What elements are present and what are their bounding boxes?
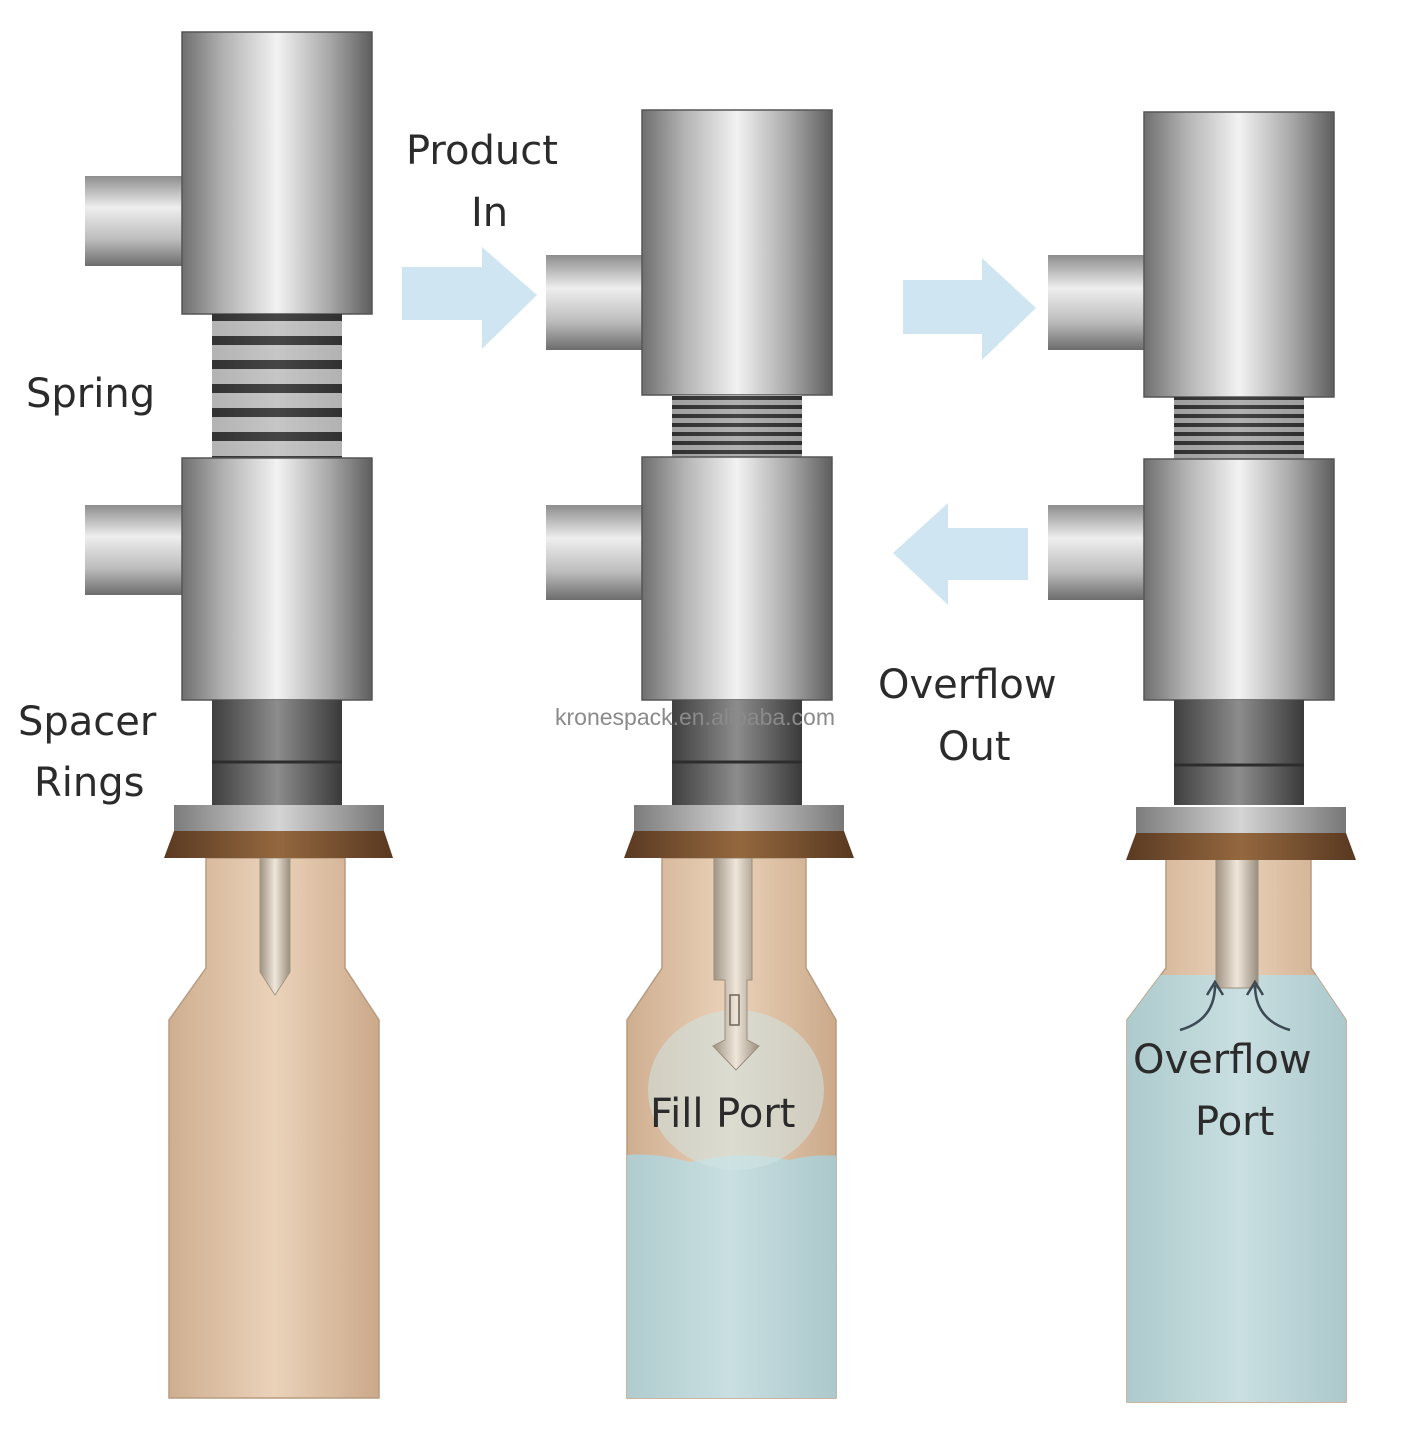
- stage-3-spacer-rings: [1174, 700, 1304, 805]
- stage-3-overflow-probe: [1215, 857, 1259, 989]
- stage-1-bottle: [168, 857, 380, 1399]
- stage-3-collar: [1136, 807, 1346, 833]
- stage-1-spacer-rings: [212, 700, 342, 805]
- overflow-port-label-line1: Overflow: [1133, 1037, 1312, 1083]
- stage-1-upper-body: [181, 31, 373, 315]
- watermark: kronespack.en.alibaba.com: [555, 704, 835, 730]
- overflow-out-label-line1: Overflow: [878, 662, 1057, 708]
- spacer-rings-label-line1: Spacer: [18, 699, 157, 745]
- stage-3-upper-body: [1143, 111, 1335, 398]
- product-in-arrow-2: [903, 258, 1036, 360]
- stage-2-valve: [546, 109, 854, 1399]
- overflow-port-label-line2: Port: [1195, 1099, 1274, 1145]
- stage-2-collar: [634, 805, 844, 831]
- spacer-rings-label-line2: Rings: [34, 760, 145, 806]
- product-in-label-line2: In: [471, 190, 508, 236]
- stage-2-liquid: [627, 1154, 836, 1398]
- stage-1-fill-probe: [259, 857, 291, 996]
- stage-3-gasket: [1126, 833, 1356, 860]
- stage-1-lower-body: [181, 457, 373, 701]
- stage-2-fill-probe: [712, 857, 760, 1071]
- stage-3-lower-body: [1143, 458, 1335, 701]
- stage-2-spray: [648, 1010, 824, 1170]
- stage-1-collar: [174, 805, 384, 831]
- overflow-out-arrow: [893, 503, 1028, 605]
- fill-port-label: Fill Port: [650, 1091, 795, 1137]
- product-in-arrow-1: [402, 247, 537, 349]
- stage-1-gasket: [164, 831, 393, 858]
- stage-3-valve: [1048, 111, 1356, 1403]
- spring-label: Spring: [26, 371, 155, 417]
- stage-1-valve: [85, 31, 393, 1399]
- stage-3-liquid: [1127, 975, 1346, 1402]
- stage-2-gasket: [624, 831, 854, 858]
- overflow-out-label-line2: Out: [938, 724, 1011, 770]
- product-in-label-line1: Product: [406, 128, 558, 174]
- stage-3-overflow-flow-arrows: [1179, 979, 1291, 1032]
- stage-2-lower-body: [641, 456, 833, 701]
- stage-2-upper-body: [641, 109, 833, 396]
- stage-2-spacer-rings: [672, 700, 802, 805]
